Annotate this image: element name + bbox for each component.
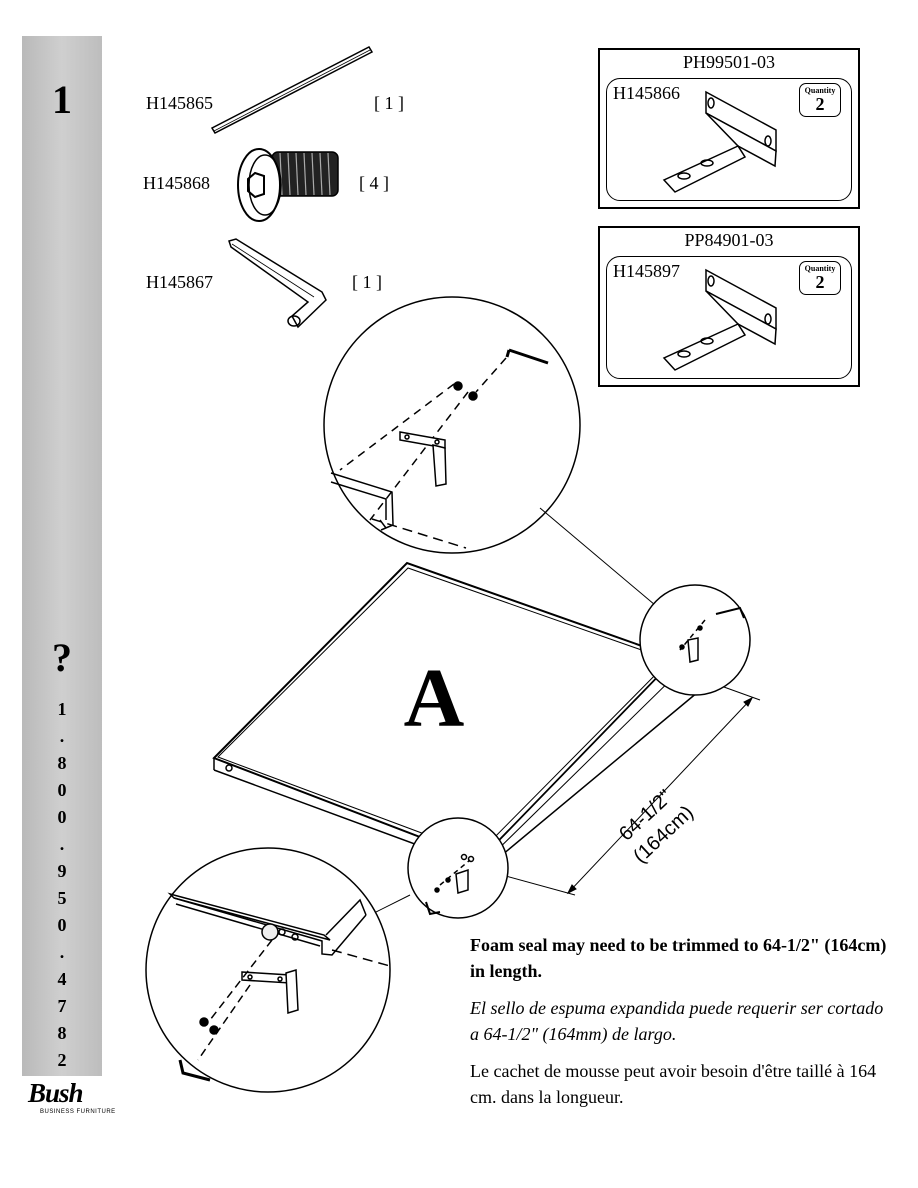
phone-digit: 5 xyxy=(57,888,67,908)
logo-tagline: BUSINESS FURNITURE xyxy=(40,1109,116,1115)
allen-key-icon xyxy=(228,238,327,329)
phone-digit: 0 xyxy=(57,780,67,800)
sidebar: 1 ? 1 . 8 0 0 . 9 5 0 . 4 7 8 2 xyxy=(22,36,102,1076)
phone-digit: 8 xyxy=(57,1023,67,1043)
rod-icon xyxy=(210,46,374,134)
step-number: 1 xyxy=(52,77,72,122)
detail-circle-left xyxy=(407,817,509,919)
quantity-badge: Quantity 2 xyxy=(799,83,841,117)
bracket-kit-box: PH99501-03 H145866 Quantity 2 xyxy=(598,48,860,209)
logo-word: Bush xyxy=(28,1078,84,1108)
part-quantity-allen-key: [ 1 ] xyxy=(352,272,382,292)
foam-seal-note-spanish: El sello de espuma expandida puede reque… xyxy=(470,998,884,1044)
bolt-icon xyxy=(237,148,339,222)
help-question-mark: ? xyxy=(52,635,72,680)
kit-code: PP84901-03 xyxy=(684,230,774,250)
quantity-value: 2 xyxy=(815,94,825,114)
part-code-rod: H145865 xyxy=(146,93,213,113)
phone-digit: 4 xyxy=(57,969,67,989)
foam-seal-note-english: Foam seal may need to be trimmed to 64-1… xyxy=(470,935,887,981)
panel-label: A xyxy=(404,652,465,745)
phone-digit: . xyxy=(59,834,65,854)
detail-circle-bottom xyxy=(145,847,391,1093)
quantity-word: Quantity xyxy=(804,264,836,273)
phone-digit: 0 xyxy=(57,807,67,827)
phone-digit: 9 xyxy=(57,861,67,881)
detail-circle-right xyxy=(639,584,751,696)
part-quantity-rod: [ 1 ] xyxy=(374,93,404,113)
kit-inner-frame: H145866 Quantity 2 xyxy=(606,78,852,201)
foam-seal-note-french: Le cachet de mousse peut avoir besoin d'… xyxy=(470,1061,877,1107)
kit-inner-frame: H145897 Quantity 2 xyxy=(606,256,852,379)
part-code-allen-key: H145867 xyxy=(146,272,213,292)
quantity-value: 2 xyxy=(815,272,825,292)
help-phone-number: 1 . 8 0 0 . 9 5 0 . 4 7 8 2 xyxy=(22,696,102,1074)
phone-digit: . xyxy=(59,726,65,746)
part-code-bolt: H145868 xyxy=(143,173,210,193)
quantity-badge: Quantity 2 xyxy=(799,261,841,295)
part-quantity-bolt: [ 4 ] xyxy=(359,173,389,193)
kit-code: PH99501-03 xyxy=(682,52,775,72)
phone-digit: 8 xyxy=(57,753,67,773)
phone-digit: 2 xyxy=(57,1050,67,1070)
detail-circle-top xyxy=(323,296,581,554)
l-bracket-icon xyxy=(662,90,777,193)
kit-part-code: H145897 xyxy=(613,261,680,281)
phone-digit: 7 xyxy=(57,996,67,1016)
l-bracket-icon xyxy=(662,268,777,371)
phone-digit: 0 xyxy=(57,915,67,935)
bush-logo: Bush BUSINESS FURNITURE xyxy=(22,1078,115,1118)
phone-digit: 1 xyxy=(57,699,67,719)
quantity-word: Quantity xyxy=(804,86,836,95)
phone-digit: . xyxy=(59,942,65,962)
kit-part-code: H145866 xyxy=(613,83,680,103)
